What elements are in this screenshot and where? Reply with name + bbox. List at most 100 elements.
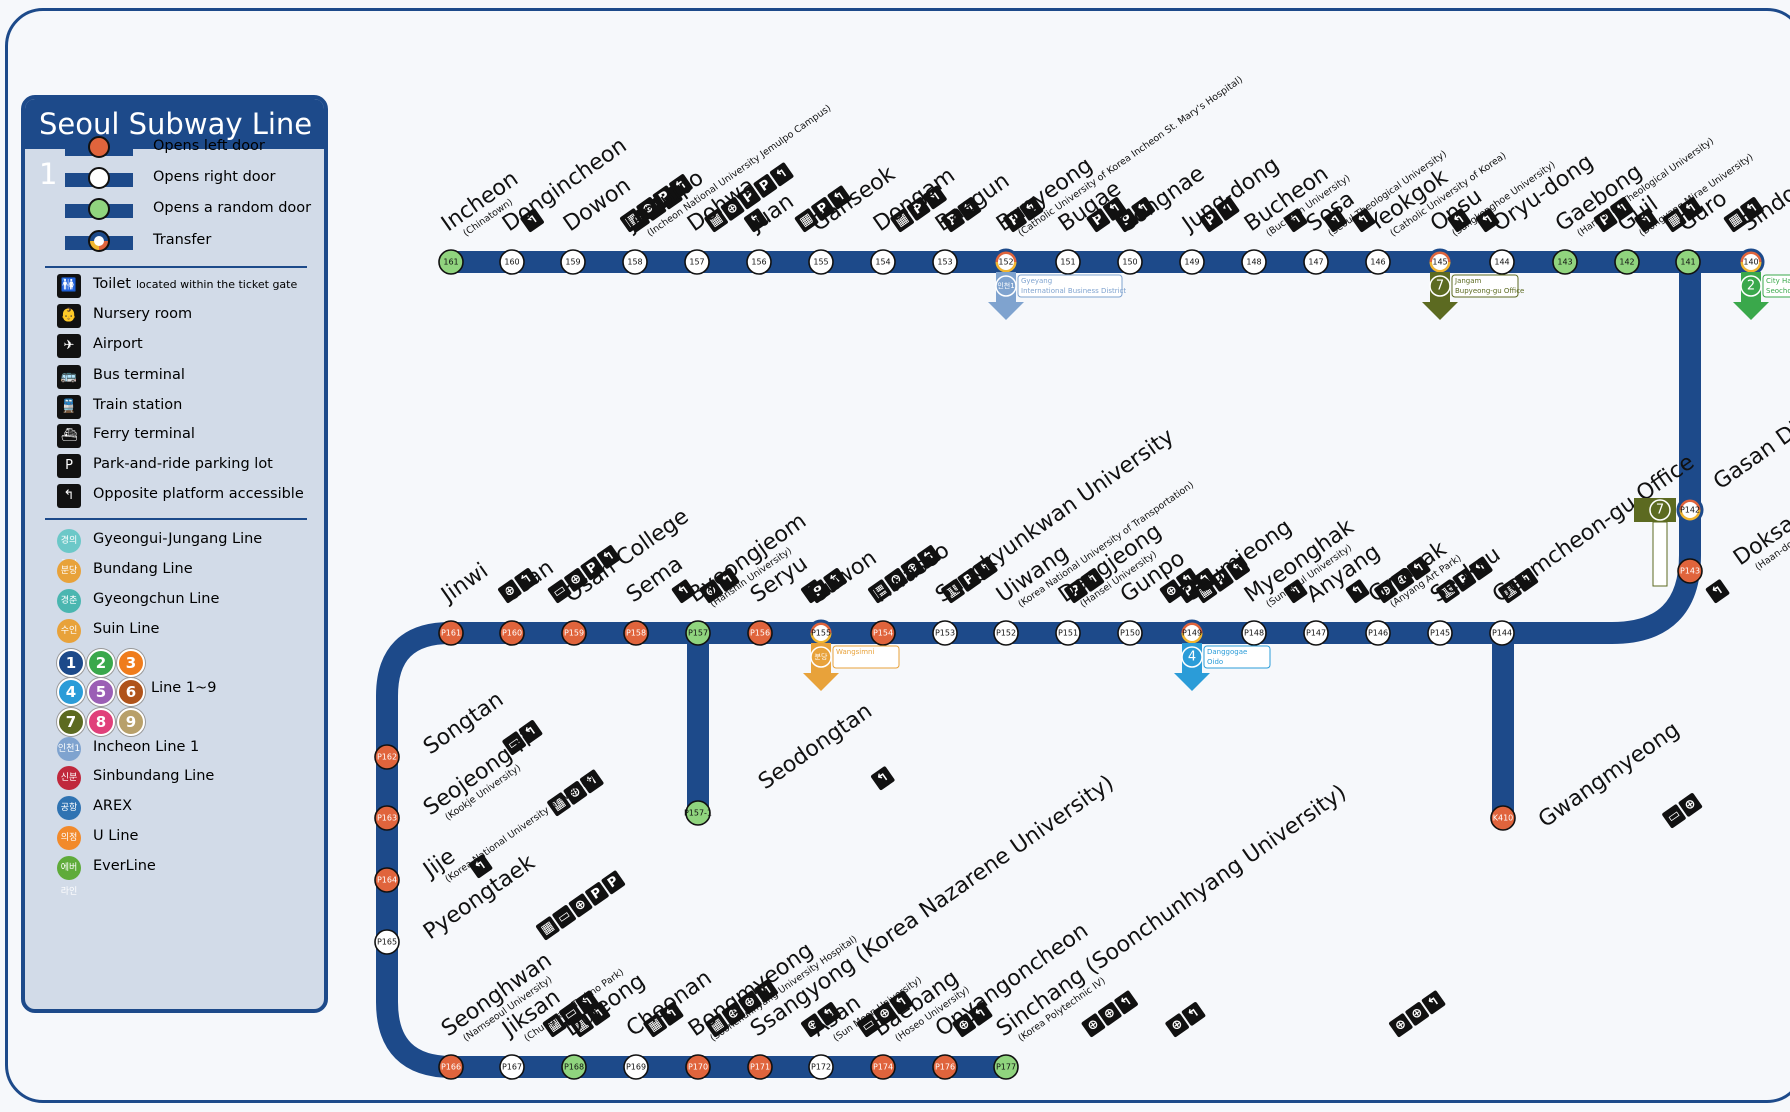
facility-icon: [753, 174, 778, 198]
station-marker[interactable]: 153: [932, 249, 958, 275]
station-marker[interactable]: P159: [561, 620, 587, 646]
station-marker[interactable]: P176: [932, 1054, 958, 1080]
station-marker[interactable]: P143: [1677, 558, 1703, 584]
station-marker[interactable]: 156: [746, 249, 772, 275]
facility-icon: [1080, 568, 1105, 592]
station-marker[interactable]: P166: [438, 1054, 464, 1080]
facility-label: Opposite platform accessible: [93, 486, 304, 502]
facility-icon: [468, 854, 493, 879]
station-marker[interactable]: 143: [1552, 249, 1578, 275]
station-marker[interactable]: P160: [499, 620, 525, 646]
facility-icon: [811, 197, 835, 221]
station-marker[interactable]: P167: [499, 1054, 525, 1080]
facility-icon: [547, 792, 571, 817]
line-number-badge: 8: [87, 708, 115, 736]
facility-icon: [1475, 208, 1500, 233]
facility-icon: [1019, 197, 1044, 221]
transfer-label: Oido: [1207, 658, 1223, 666]
facility-icon: [705, 1013, 729, 1038]
station-marker[interactable]: 161: [438, 249, 464, 275]
station-marker[interactable]: P169: [623, 1054, 649, 1080]
station-marker[interactable]: P153: [932, 620, 958, 646]
station-marker[interactable]: P168: [561, 1054, 587, 1080]
transfer-badge: [995, 275, 1017, 297]
station-marker[interactable]: P142: [1676, 496, 1704, 524]
station-code: 151: [1060, 258, 1075, 267]
station-marker[interactable]: P165: [374, 929, 400, 955]
facility-icon: [871, 766, 895, 791]
line-label: Suin Line: [93, 621, 160, 637]
station-marker[interactable]: P163: [374, 805, 400, 831]
station-code: 142: [1619, 258, 1634, 267]
facility-icon: [1723, 208, 1748, 233]
facility-icon: [1705, 579, 1730, 604]
facility-icon: [856, 1013, 881, 1038]
transfer-badge: [1740, 275, 1762, 297]
station-marker[interactable]: 141: [1675, 249, 1701, 275]
station-code: P150: [1120, 629, 1140, 638]
station-marker[interactable]: 152: [992, 248, 1020, 276]
station-marker[interactable]: P145: [1427, 620, 1453, 646]
station-marker[interactable]: 150: [1117, 249, 1143, 275]
station-marker[interactable]: 148: [1241, 249, 1267, 275]
facility-icon: [744, 208, 768, 233]
station-marker[interactable]: 159: [560, 249, 586, 275]
station-code: P167: [502, 1063, 522, 1072]
station-marker[interactable]: P150: [1117, 620, 1143, 646]
station-marker[interactable]: P147: [1303, 620, 1329, 646]
station-marker[interactable]: 146: [1365, 249, 1391, 275]
station-marker[interactable]: 145: [1426, 248, 1454, 276]
facility-icon: [1181, 1002, 1206, 1026]
station-marker[interactable]: P144: [1489, 620, 1515, 646]
station-marker[interactable]: P149: [1178, 619, 1206, 647]
facility-icon: [547, 579, 572, 604]
airport-icon: ✈: [57, 334, 81, 358]
station-marker[interactable]: P170: [685, 1054, 711, 1080]
station-code: P177: [996, 1063, 1016, 1072]
station-marker[interactable]: P155: [807, 619, 835, 647]
station-marker[interactable]: P164: [374, 867, 400, 893]
station-marker[interactable]: 151: [1055, 249, 1081, 275]
line-badge: 수인: [57, 619, 81, 643]
station-marker[interactable]: P171: [747, 1054, 773, 1080]
station-name: Gasan Di: [1709, 417, 1790, 495]
facility-icon: [1421, 990, 1446, 1015]
station-marker[interactable]: 155: [808, 249, 834, 275]
station-marker[interactable]: 147: [1303, 249, 1329, 275]
station-marker[interactable]: P152: [993, 620, 1019, 646]
station-marker[interactable]: P148: [1241, 620, 1267, 646]
station-code: P159: [564, 629, 584, 638]
station-marker[interactable]: P156: [747, 620, 773, 646]
station-marker[interactable]: P172: [808, 1054, 834, 1080]
station-marker[interactable]: 158: [622, 249, 648, 275]
transfer-badge: [810, 646, 832, 668]
station-marker[interactable]: P157-1: [684, 800, 712, 826]
facility-icon: [564, 568, 588, 592]
station-marker[interactable]: K410: [1490, 805, 1516, 831]
transfer-label-box: [1203, 645, 1271, 669]
facility-icon: [1064, 579, 1088, 604]
station-marker[interactable]: 157: [684, 249, 710, 275]
facility-icon: [807, 579, 831, 604]
station-marker[interactable]: P151: [1055, 620, 1081, 646]
facility-label: Ferry terminal: [93, 426, 195, 442]
train-icon: 🚆: [57, 395, 81, 419]
station-code: 140: [1743, 258, 1758, 267]
station-marker[interactable]: P154: [870, 620, 896, 646]
station-marker[interactable]: P157: [685, 620, 711, 646]
station-marker[interactable]: 142: [1614, 249, 1640, 275]
station-marker[interactable]: P158: [623, 620, 649, 646]
station-marker[interactable]: 140: [1737, 248, 1765, 276]
station-marker[interactable]: 154: [870, 249, 896, 275]
station-marker[interactable]: 149: [1179, 249, 1205, 275]
station-marker[interactable]: P146: [1365, 620, 1391, 646]
facility-icon: [917, 545, 941, 569]
station-marker[interactable]: 144: [1489, 249, 1515, 275]
facility-icon: [1740, 197, 1764, 221]
station-marker[interactable]: P162: [374, 744, 400, 770]
station-marker[interactable]: 160: [499, 249, 525, 275]
station-marker[interactable]: P161: [438, 620, 464, 646]
facility-icon: [498, 579, 522, 604]
station-marker[interactable]: P177: [993, 1054, 1019, 1080]
station-marker[interactable]: P174: [870, 1054, 896, 1080]
